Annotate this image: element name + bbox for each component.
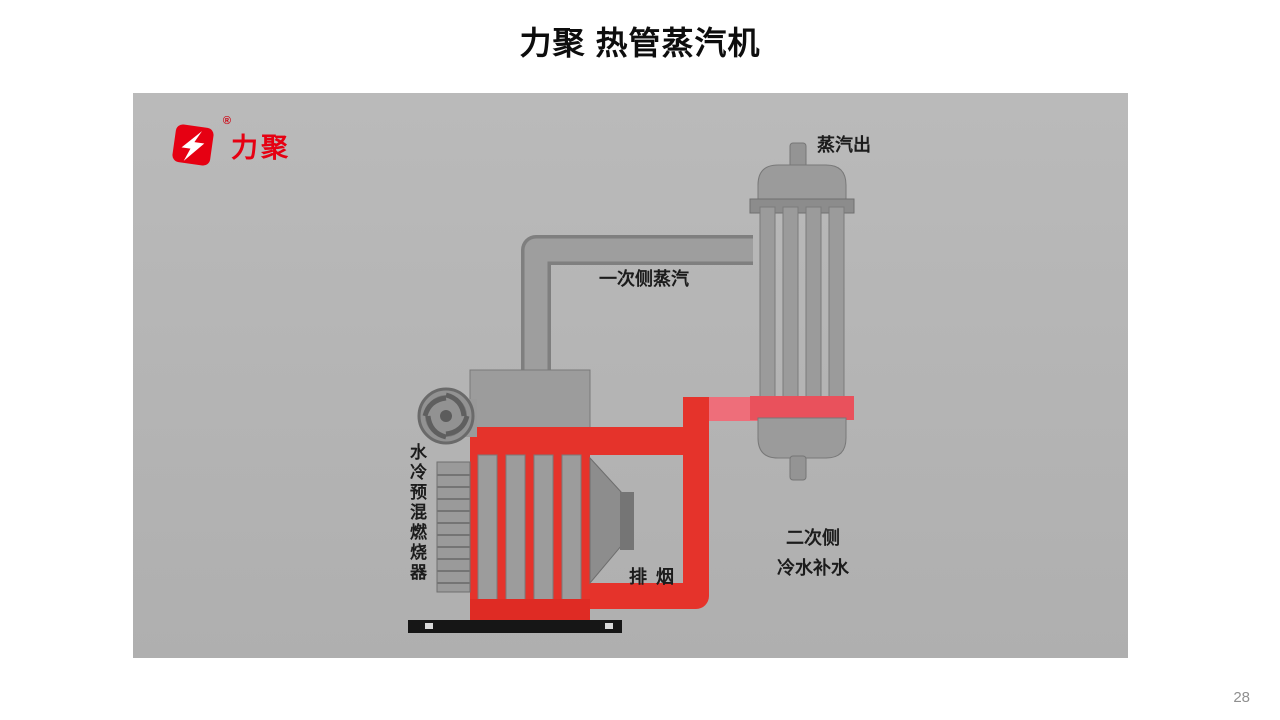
label-steam-out: 蒸汽出 bbox=[817, 135, 871, 155]
label-burner: 水 冷 预 混 燃 烧 器 bbox=[410, 443, 427, 582]
boiler-body bbox=[469, 369, 709, 623]
fan-icon bbox=[417, 387, 477, 445]
label-primary-steam: 一次侧蒸汽 bbox=[599, 269, 689, 289]
registered-mark: ® bbox=[222, 115, 231, 127]
tube-bundle bbox=[759, 206, 845, 404]
label-exhaust: 排 烟 bbox=[629, 567, 677, 587]
diagram-panel: ® 力聚 蒸汽出 一次侧蒸汽 水 冷 预 混 燃 烧 器 排 烟 二次侧 冷水补… bbox=[133, 93, 1128, 658]
page-number: 28 bbox=[1233, 689, 1250, 706]
heat-exchanger bbox=[749, 142, 855, 481]
primary-steam-pipe bbox=[521, 235, 753, 393]
top-tube-sheet bbox=[749, 198, 855, 214]
exchanger-hot-band bbox=[750, 396, 854, 420]
slide-title: 力聚 热管蒸汽机 bbox=[519, 25, 761, 61]
bottom-nozzle bbox=[789, 455, 807, 481]
exhaust-duct bbox=[589, 456, 634, 585]
boiler-hot-band bbox=[470, 427, 709, 455]
burner bbox=[436, 461, 471, 593]
exchanger-bottom-head bbox=[757, 417, 847, 459]
base-stand bbox=[408, 620, 622, 633]
liju-logo: ® 力聚 bbox=[167, 115, 291, 171]
liju-logo-icon: ® bbox=[167, 115, 231, 171]
label-secondary-water: 二次侧 冷水补水 bbox=[777, 528, 849, 578]
steam-machine-diagram bbox=[408, 142, 855, 633]
exchanger-top-head bbox=[757, 164, 847, 208]
boiler-slats bbox=[477, 454, 582, 602]
liju-logo-text: 力聚 bbox=[231, 132, 291, 163]
